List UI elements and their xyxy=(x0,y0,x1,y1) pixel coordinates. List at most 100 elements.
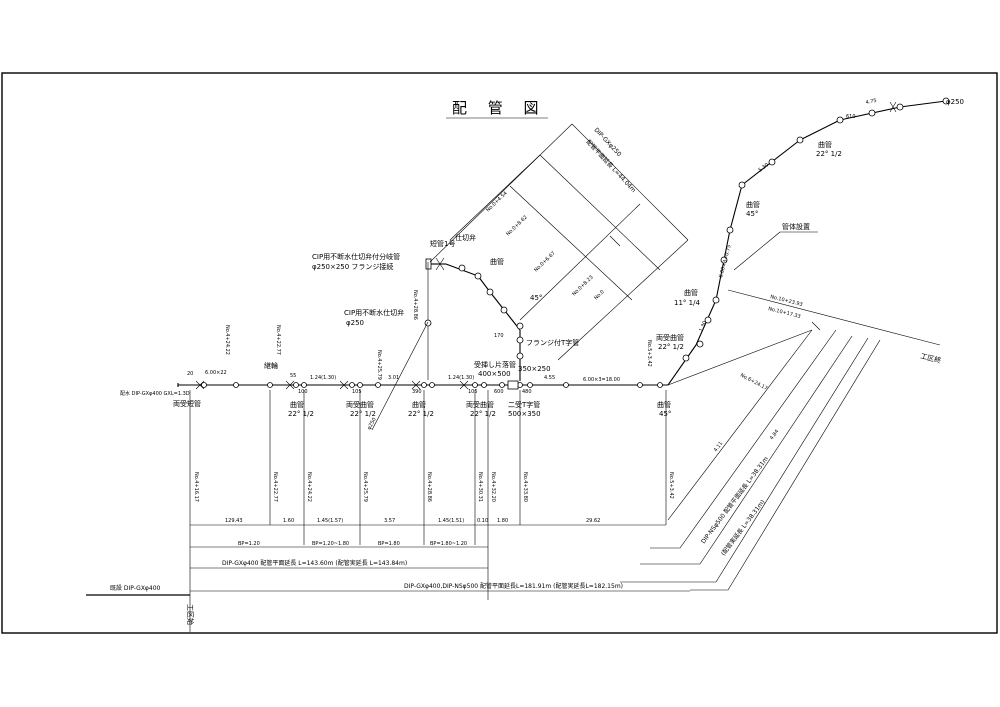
work-start-label: 工区始 xyxy=(186,604,195,625)
cap-250: φ250 xyxy=(366,417,377,431)
seg-010: 0.10 xyxy=(477,518,488,524)
len-455: 4.55 xyxy=(544,375,555,381)
flange-tee-size: 350×250 xyxy=(518,365,551,373)
dim-v5: No.4+28.86 xyxy=(426,472,432,502)
pipe-total-label: DIP-GXφ400,DIP-NSφ500 配管平面延長L=181.91m (配… xyxy=(404,582,623,590)
ns500-dims xyxy=(620,321,881,591)
drawing-title: 配 管 図 xyxy=(452,99,547,117)
num-390: 390 xyxy=(412,389,422,395)
dim-v6: No.4+30.31 xyxy=(477,472,483,502)
seg-2962: 29.62 xyxy=(586,518,600,524)
bp-3: BP=1.80 xyxy=(378,541,400,547)
label-saddle: 両受短管 xyxy=(173,399,201,408)
bend-label-45: 曲管 xyxy=(657,400,671,409)
len-ns5: 4.84 xyxy=(769,429,780,442)
branch-bend-angle: 45° xyxy=(530,294,542,302)
bend-angle-4: 22° 1/2 xyxy=(470,410,496,418)
ne-bend-angle-1: 22° 1/2 xyxy=(816,150,842,158)
bp-1: BP=1.20 xyxy=(238,541,260,547)
label-coupling: 継輪 xyxy=(264,361,278,370)
dim-v9: No.5+3.42 xyxy=(668,472,674,499)
ne-double-bend-angle: 22° 1/2 xyxy=(658,343,684,351)
dim-row-1 xyxy=(190,524,666,526)
spec-note: 配水 DIP-GXφ400 GXL=1.3D xyxy=(120,390,190,397)
seg-12943: 129.43 xyxy=(225,518,243,524)
bend-label-1: 曲管 xyxy=(290,400,304,409)
casing-label: 管体設置 xyxy=(782,222,810,231)
num-105b: 105 xyxy=(468,389,478,395)
casing-leader xyxy=(733,231,781,271)
cip-leader xyxy=(371,321,429,431)
dim-v4: No.4+25.79 xyxy=(362,472,368,502)
len-124b: 1.24(1.30) xyxy=(448,375,474,381)
dim-250-4: No.0+8.23 xyxy=(571,274,594,297)
branch-250 xyxy=(425,257,524,381)
len-top2: 6.00×22 xyxy=(205,370,227,376)
dim-v2: No.4+22.77 xyxy=(272,472,278,502)
ne-bend-angle-3: 11° 1/4 xyxy=(674,299,700,307)
num-610: 610 xyxy=(846,114,856,120)
len-top: 6.00×3=18.00 xyxy=(583,377,620,383)
ne-bend-label-3: 曲管 xyxy=(684,288,698,297)
len-124a: 1.24(1.30) xyxy=(310,375,336,381)
main-pipeline xyxy=(177,380,668,390)
dim-ns-c: No.6+24.17 xyxy=(739,372,768,391)
bp-4: BP=1.80~1.20 xyxy=(430,541,467,547)
work-end-label: 工区終 xyxy=(920,351,943,365)
pipe-gx-label: DIP-GXφ400 配管平面延長 L=143.60m (配管実延長 L=143… xyxy=(222,559,407,567)
work-end-line xyxy=(727,289,941,346)
ne-bend-label-2: 曲管 xyxy=(746,200,760,209)
ne-double-bend: 両受曲管 xyxy=(656,333,684,342)
ne-bend-angle-2: 45° xyxy=(746,210,758,218)
num-55: 55 xyxy=(290,373,296,379)
double-bend-label-2: 両受曲管 xyxy=(466,400,494,409)
seg-180: 1.80 xyxy=(497,518,508,524)
dim-250-5: No.0 xyxy=(593,289,605,301)
len-ns1: 5.30 xyxy=(758,162,770,174)
dim-up-3: No.4+25.79 xyxy=(376,350,382,380)
num-170a: 170 xyxy=(494,333,504,339)
dim-250-2: No.0+8.62 xyxy=(505,214,528,237)
cip-branch-size: φ250×250 フランジ接続 xyxy=(312,262,393,271)
branch-bend-label: 曲管 xyxy=(490,257,504,266)
dim-v1: No.4+16.17 xyxy=(193,472,199,502)
drawing-frame xyxy=(1,72,998,634)
bend-angle-1: 22° 1/2 xyxy=(288,410,314,418)
num-105a: 105 xyxy=(352,389,362,395)
len-ne: 6.00×3+0.75 xyxy=(718,244,733,278)
dim-v7: No.4+32.20 xyxy=(490,472,496,502)
seg-160: 1.60 xyxy=(283,518,294,524)
flange-tee-label: フランジ付T字管 xyxy=(526,338,579,347)
double-tee-label: 二受T字管 xyxy=(508,400,540,409)
dim-up-5: No.5+3.42 xyxy=(646,340,652,367)
num-100: 100 xyxy=(298,389,308,395)
reducer-label: 受挿し片落管 xyxy=(474,360,516,369)
ne-bend-label-1: 曲管 xyxy=(818,140,832,149)
cip-valve-symbol xyxy=(424,319,432,327)
dim-v8: No.4+33.80 xyxy=(522,472,528,502)
num-480: 480 xyxy=(522,389,532,395)
bp-2: BP=1.20~1.80 xyxy=(312,541,349,547)
bend-label-2: 曲管 xyxy=(412,400,426,409)
dim-ns-b: No.10+17.33 xyxy=(768,306,802,320)
len-ne2: 4.75 xyxy=(865,98,877,106)
ns500-pipeline xyxy=(667,97,950,386)
len-ns3: 1.30 xyxy=(698,320,708,333)
double-tee-size: 500×350 xyxy=(508,410,541,418)
branch-250-dims xyxy=(429,123,689,361)
bend-angle-2: 22° 1/2 xyxy=(350,410,376,418)
vertical-leaders xyxy=(189,390,667,632)
valve-250-label: 仕切弁 xyxy=(455,233,476,242)
existing-label: 既設 DIP-GXφ400 xyxy=(110,584,161,592)
seg-145b: 1.45(1.51) xyxy=(438,518,464,524)
cip-valve-size: φ250 xyxy=(346,319,364,327)
dim-250-1: No.0+4.54 xyxy=(485,190,508,213)
dim-ns-a: No.10+23.93 xyxy=(770,294,804,308)
seg-145a: 1.45(1.57) xyxy=(317,518,343,524)
ne-end-cap: φ250 xyxy=(946,98,964,106)
cip-valve-label: CIP用不断水仕切弁 xyxy=(344,308,404,317)
bend-angle-45: 45° xyxy=(659,410,671,418)
dim-up-1: No.4+24.22 xyxy=(224,325,230,355)
len-301: 3.01 xyxy=(388,375,399,381)
